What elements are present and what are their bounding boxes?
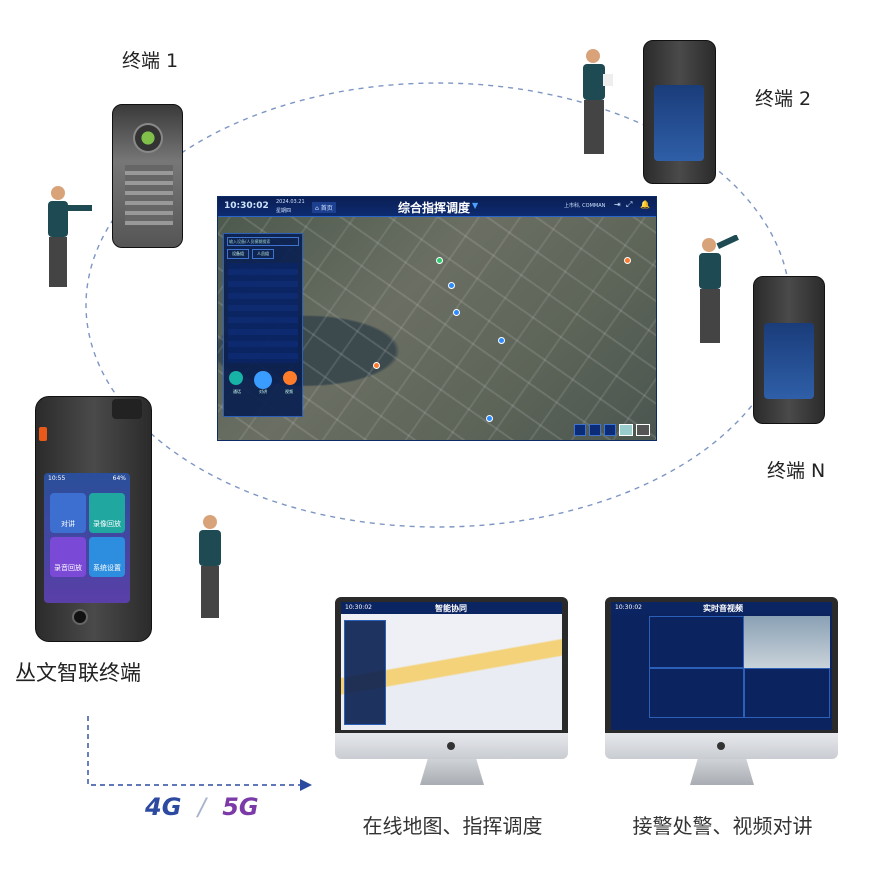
call-button[interactable] xyxy=(229,371,244,385)
video-button[interactable] xyxy=(282,371,297,385)
map-layer-button[interactable] xyxy=(636,424,650,436)
map-tool-button[interactable] xyxy=(604,424,616,436)
right-monitor-title: 实时音视频 xyxy=(703,604,743,613)
4g-label: 4G xyxy=(145,793,182,821)
network-separator: / xyxy=(197,793,206,821)
5g-label: 5G xyxy=(222,793,259,821)
home-icon: ⌂ xyxy=(315,205,321,212)
left-monitor-title: 智能协同 xyxy=(435,604,467,613)
command-dashboard: 10:30:02 2024.03.21 星期四 ⌂ 首页 综合指挥调度 ▼ 上市… xyxy=(217,196,657,441)
camera-lens-icon xyxy=(133,123,163,153)
main-terminal-screen: 10:55 64% 对讲 录像回放 录音回放 系统设置 xyxy=(44,473,130,603)
arrow-head-icon xyxy=(300,779,312,791)
terminal-2-screen xyxy=(654,85,704,161)
device-tree[interactable] xyxy=(228,263,298,363)
map-tool-button[interactable] xyxy=(589,424,601,436)
home-label: 首页 xyxy=(320,205,333,212)
officer-figure-2 xyxy=(583,49,613,154)
user-info[interactable]: 上市科, COMMAN xyxy=(564,203,606,209)
right-monitor-caption: 接警处警、视频对讲 xyxy=(632,814,813,838)
tab-person-group[interactable]: 人员组 xyxy=(252,249,274,259)
device-tree-panel: 输入设备/人员模糊搜索 设备组 人员组 通话 对讲 视频 xyxy=(223,233,303,417)
title-dropdown-icon[interactable]: ▼ xyxy=(472,201,479,210)
device-search-input[interactable]: 输入设备/人员模糊搜索 xyxy=(227,237,299,246)
dashboard-title[interactable]: 综合指挥调度 xyxy=(398,201,471,215)
map-pin[interactable] xyxy=(453,309,460,316)
bell-icon[interactable]: 🔔 xyxy=(640,200,650,209)
monitor-camera-icon xyxy=(717,742,725,750)
dashboard-header: 10:30:02 2024.03.21 星期四 ⌂ 首页 综合指挥调度 ▼ 上市… xyxy=(218,197,656,217)
call-label: 通话 xyxy=(233,389,241,394)
map-pin[interactable] xyxy=(448,282,455,289)
left-monitor-screen: 10:30:02 智能协同 xyxy=(341,602,562,730)
officer-figure-3 xyxy=(699,235,739,343)
left-monitor-panel xyxy=(344,620,386,725)
status-battery: 64% xyxy=(112,475,126,482)
left-monitor-time: 10:30:02 xyxy=(345,604,372,611)
right-monitor-screen: 10:30:02 实时音视频 xyxy=(611,602,832,730)
home-button[interactable]: ⌂ 首页 xyxy=(312,202,336,213)
terminal-n-screen xyxy=(764,323,814,399)
map-tool-button[interactable] xyxy=(574,424,586,436)
talk-button[interactable] xyxy=(253,371,272,389)
video-tile-live[interactable] xyxy=(744,616,830,668)
map-toolbar xyxy=(574,424,650,436)
terminal-2-label: 终端 2 xyxy=(755,88,812,110)
right-monitor: 10:30:02 实时音视频 xyxy=(605,597,838,787)
map-pin[interactable] xyxy=(373,362,380,369)
home-key xyxy=(72,609,88,625)
talk-label: 对讲 xyxy=(259,389,267,394)
terminal-2-device xyxy=(643,40,716,184)
left-monitor-caption: 在线地图、指挥调度 xyxy=(362,814,543,838)
ptt-button xyxy=(39,427,47,441)
map-pin[interactable] xyxy=(624,257,631,264)
fullscreen-icon[interactable]: ⤢ xyxy=(626,200,633,209)
map-pin[interactable] xyxy=(486,415,493,422)
map-layer-button[interactable] xyxy=(619,424,633,436)
right-monitor-time: 10:30:02 xyxy=(615,604,642,611)
dashboard-time: 10:30:02 xyxy=(224,201,269,211)
officer-figure-1 xyxy=(48,186,92,287)
map-pin[interactable] xyxy=(436,257,443,264)
device-grille xyxy=(125,165,173,225)
knob-icon xyxy=(112,399,142,419)
video-tile[interactable] xyxy=(744,668,830,718)
left-monitor-header: 10:30:02 智能协同 xyxy=(341,602,562,614)
logout-icon[interactable]: ⇥ xyxy=(614,200,621,209)
terminal-n-label: 终端 N xyxy=(767,460,826,482)
video-label: 视频 xyxy=(285,389,293,394)
right-monitor-header: 10:30:02 实时音视频 xyxy=(611,602,832,614)
status-time: 10:55 xyxy=(48,475,66,482)
dashboard-weekday: 星期四 xyxy=(276,208,292,214)
tab-device-group[interactable]: 设备组 xyxy=(227,249,249,259)
map-pin[interactable] xyxy=(498,337,505,344)
dashboard-date: 2024.03.21 xyxy=(276,199,305,205)
officer-figure-4 xyxy=(199,515,221,618)
app-intercom[interactable]: 对讲 xyxy=(50,493,86,533)
main-terminal-label: 丛文智联终端 xyxy=(15,661,141,685)
app-audio-playback[interactable]: 录音回放 xyxy=(50,537,86,577)
terminal-1-label: 终端 1 xyxy=(122,50,179,72)
main-terminal-device: 10:55 64% 对讲 录像回放 录音回放 系统设置 xyxy=(35,396,152,642)
network-badge: 4G / 5G xyxy=(145,793,259,821)
video-tile[interactable] xyxy=(649,668,744,718)
left-monitor: 10:30:02 智能协同 xyxy=(335,597,568,787)
monitor-camera-icon xyxy=(447,742,455,750)
app-video-playback[interactable]: 录像回放 xyxy=(89,493,125,533)
video-tile[interactable] xyxy=(649,616,744,668)
terminal-n-device xyxy=(753,276,825,424)
network-arrow xyxy=(87,716,300,786)
app-settings[interactable]: 系统设置 xyxy=(89,537,125,577)
terminal-1-device xyxy=(112,104,183,248)
